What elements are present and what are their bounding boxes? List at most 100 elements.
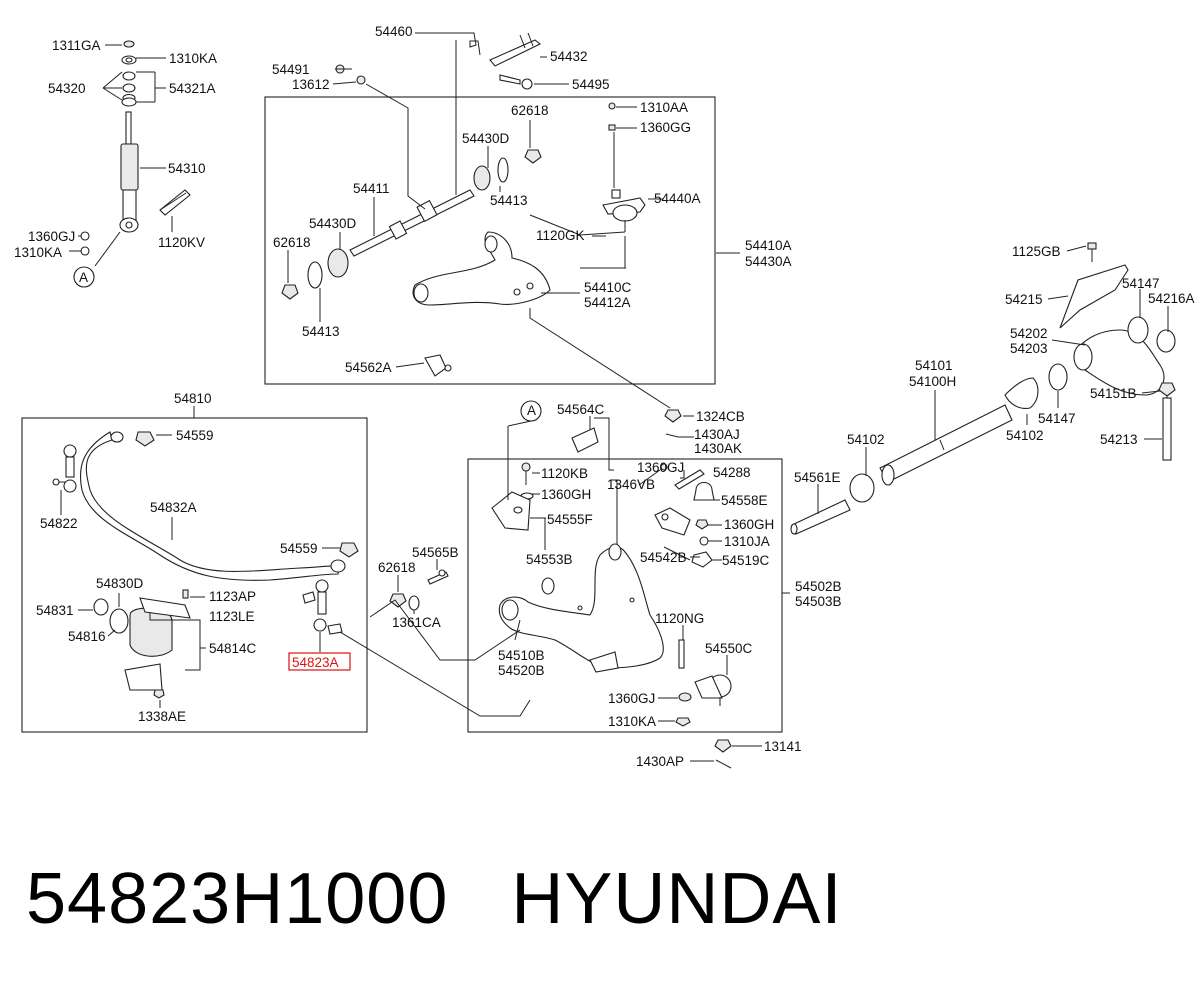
callout-label: 54430D	[462, 131, 510, 146]
callout-label: 1430AK	[694, 441, 742, 456]
callout-label: 1123LE	[209, 609, 255, 624]
callout-label: 62618	[273, 235, 311, 250]
callout-label: 1360GH	[541, 487, 591, 502]
callout-label: 1310KA	[14, 245, 62, 260]
callout-label: 54411	[353, 181, 390, 196]
callout-label: 54413	[302, 324, 340, 339]
callout-label: 54440A	[654, 191, 701, 206]
drive-shaft-parts	[790, 242, 1176, 535]
callout-label: 54410A	[745, 238, 792, 253]
callout-label: 54491	[272, 62, 310, 77]
callout-label: 54102	[1006, 428, 1044, 443]
callout-label: 1310KA	[608, 714, 656, 729]
callout-label: 54495	[572, 77, 610, 92]
callout-label: 1346VB	[607, 477, 655, 492]
callout-label: 1120GK	[536, 228, 585, 243]
callout-label: 54430D	[309, 216, 357, 231]
callout-label: 1430AJ	[694, 427, 740, 442]
callout-label: A	[79, 270, 88, 285]
callout-label: 54410C	[584, 280, 632, 295]
callout-label: 1123AP	[209, 589, 256, 604]
callout-label: 54559	[280, 541, 318, 556]
drive-shaft-leaders	[817, 245, 1169, 514]
callout-label: 54288	[713, 465, 751, 480]
callout-label: 1360GJ	[637, 460, 684, 475]
stabilizer-leaders	[60, 406, 531, 717]
callout-label: 54413	[490, 193, 528, 208]
callout-label: 1324CB	[696, 409, 745, 424]
upper-arm-leaders	[287, 40, 740, 409]
callout-label: 54203	[1010, 341, 1048, 356]
callout-label: 54542B	[640, 550, 687, 565]
lower-arm-group-box	[467, 458, 783, 733]
callout-label: 54562A	[345, 360, 392, 375]
callout-label: 1310KA	[169, 51, 217, 66]
callout-label: 1125GB	[1012, 244, 1061, 259]
callout-label: 1360GJ	[28, 229, 75, 244]
callout-label: 1360GH	[724, 517, 774, 532]
upper-arm-parts	[281, 32, 646, 377]
part-number: 54823H1000	[26, 859, 449, 939]
callout-label: 54100H	[909, 374, 956, 389]
callout-label: 1360GG	[640, 120, 691, 135]
callout-label: 1120KV	[158, 235, 205, 250]
callout-label: 1311GA	[52, 38, 101, 53]
brand-name: HYUNDAI	[511, 859, 843, 939]
callout-label: 54559	[176, 428, 214, 443]
callout-label: 54519C	[722, 553, 770, 568]
callout-label: A	[527, 403, 536, 418]
callout-label: 62618	[378, 560, 416, 575]
callout-label: 1310JA	[724, 534, 770, 549]
callout-label: 1338AE	[138, 709, 186, 724]
callout-label: 54310	[168, 161, 206, 176]
callout-label: 54151B	[1090, 386, 1137, 401]
callout-label: 1310AA	[640, 100, 688, 115]
callout-label: 54561E	[794, 470, 841, 485]
callout-label: 54430A	[745, 254, 792, 269]
callout-label: 54564C	[557, 402, 605, 417]
callout-label: 54215	[1005, 292, 1043, 307]
callout-label: 54832A	[150, 500, 197, 515]
callout-label: 1360GJ	[608, 691, 655, 706]
callout-label: 54147	[1038, 411, 1076, 426]
misc-fasteners	[520, 400, 694, 453]
highlighted-part-label[interactable]: 54823A	[292, 655, 339, 670]
callout-label: 13612	[292, 77, 330, 92]
callout-label: 54101	[915, 358, 953, 373]
callout-label: 54553B	[526, 552, 573, 567]
callout-label: 54412A	[584, 295, 631, 310]
callout-label: 54558E	[721, 493, 768, 508]
callout-label: 54321A	[169, 81, 216, 96]
callout-label: 54102	[847, 432, 885, 447]
callout-label: 1361CA	[392, 615, 441, 630]
callout-label: 54550C	[705, 641, 753, 656]
callout-label: 54814C	[209, 641, 257, 656]
callout-label: 54565B	[412, 545, 459, 560]
callout-labels: 1311GA 1310KA 54320 54321A 54310 1360GJ …	[14, 24, 1195, 769]
callout-label: 54432	[550, 49, 588, 64]
upper-arm-group-box	[264, 96, 716, 385]
callout-label: 54830D	[96, 576, 144, 591]
callout-label: 13141	[764, 739, 802, 754]
part-caption: 54823H1000 HYUNDAI	[26, 858, 842, 940]
callout-label: 54520B	[498, 663, 545, 678]
callout-label: 54213	[1100, 432, 1138, 447]
callout-label: 54320	[48, 81, 86, 96]
callout-label: 54831	[36, 603, 74, 618]
shock-leaders	[69, 44, 173, 288]
callout-label: 54216A	[1148, 291, 1195, 306]
callout-label: 54810	[174, 391, 212, 406]
callout-label: 54202	[1010, 326, 1048, 341]
callout-label: 54822	[40, 516, 78, 531]
callout-label: 54503B	[795, 594, 842, 609]
shock-absorber	[80, 40, 191, 256]
callout-label: 54510B	[498, 648, 545, 663]
callout-label: 54147	[1122, 276, 1160, 291]
lower-arm-leaders	[369, 417, 790, 762]
callout-label: 54555F	[547, 512, 593, 527]
callout-label: 54816	[68, 629, 106, 644]
callout-label: 54460	[375, 24, 413, 39]
callout-label: 1120KB	[541, 466, 588, 481]
callout-label: 1120NG	[655, 611, 704, 626]
